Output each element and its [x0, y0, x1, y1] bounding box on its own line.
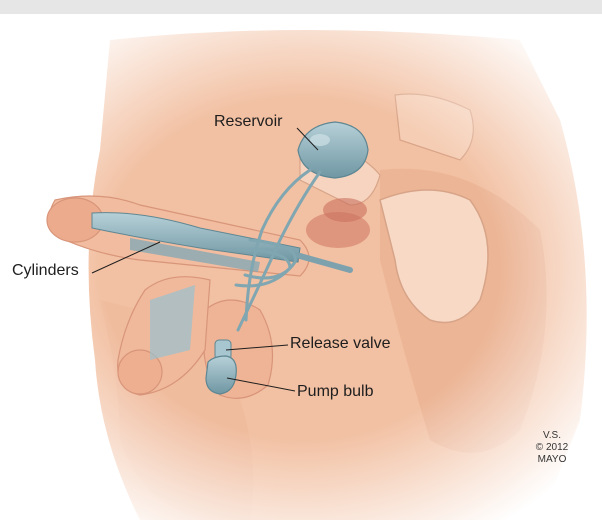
credit-year: © 2012: [524, 442, 580, 454]
label-release-valve: Release valve: [290, 335, 391, 353]
label-cylinders: Cylinders: [12, 262, 79, 280]
copyright-credit: V.S. © 2012 MAYO: [524, 430, 580, 466]
credit-initials: V.S.: [524, 430, 580, 442]
label-reservoir: Reservoir: [214, 113, 282, 131]
label-pump-bulb: Pump bulb: [297, 383, 374, 401]
credit-org: MAYO: [524, 454, 580, 466]
